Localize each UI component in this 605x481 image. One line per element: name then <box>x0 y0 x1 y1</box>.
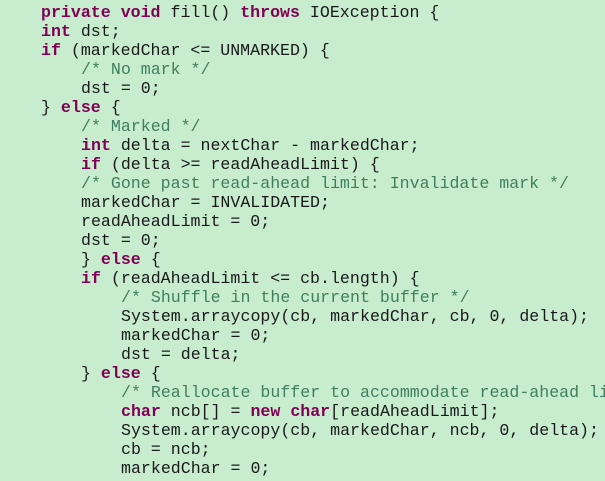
keyword-token: char <box>290 402 331 421</box>
code-token: cb = ncb; <box>121 440 211 459</box>
comment-token: /* Gone past read-ahead limit: Invalidat… <box>81 174 569 193</box>
keyword-token: new <box>250 402 281 421</box>
code-token: fill() <box>160 3 241 22</box>
code-token: markedChar = 0; <box>121 326 271 345</box>
comment-token: /* Marked */ <box>81 117 201 136</box>
code-token: System.arraycopy(cb, markedChar, ncb, 0,… <box>121 421 599 440</box>
keyword-token: throws <box>240 3 300 22</box>
code-line: if (delta >= readAheadLimit) { <box>81 155 380 174</box>
comment-token: /* Reallocate buffer to accommodate read… <box>121 383 605 402</box>
code-line: cb = ncb; <box>121 440 211 459</box>
code-line: markedChar = INVALIDATED; <box>81 193 330 212</box>
code-line: dst = delta; <box>121 345 241 364</box>
keyword-token: if <box>81 155 101 174</box>
code-line: markedChar = 0; <box>121 326 270 345</box>
keyword-token: else <box>100 250 141 269</box>
keyword-token: void <box>120 3 161 22</box>
comment-token: /* No mark */ <box>81 60 211 79</box>
code-token: System.arraycopy(cb, markedChar, cb, 0, … <box>121 307 590 326</box>
code-line: dst = 0; <box>81 231 161 250</box>
keyword-token: private <box>41 3 111 22</box>
code-token: ncb[] = <box>160 402 251 421</box>
keyword-token: int <box>41 22 71 41</box>
code-token: delta = nextChar - markedChar; <box>110 136 420 155</box>
keyword-token: else <box>60 98 101 117</box>
code-token <box>111 3 121 22</box>
code-token: (markedChar <= UNMARKED) { <box>60 41 330 60</box>
code-line: private void fill() throws IOException { <box>41 3 439 22</box>
code-token: } <box>81 250 101 269</box>
code-token: dst = delta; <box>121 345 241 364</box>
keyword-token: if <box>41 41 61 60</box>
code-token: (delta >= readAheadLimit) { <box>100 155 380 174</box>
code-line: } else { <box>41 98 121 117</box>
code-line: /* Marked */ <box>81 117 201 136</box>
code-token <box>280 402 290 421</box>
code-token: } <box>81 364 101 383</box>
code-token: IOException { <box>299 3 440 22</box>
code-line: } else { <box>81 364 161 383</box>
code-line: if (markedChar <= UNMARKED) { <box>41 41 330 60</box>
code-token: } <box>41 98 61 117</box>
code-line: } else { <box>81 250 161 269</box>
code-line: dst = 0; <box>81 79 161 98</box>
code-line: readAheadLimit = 0; <box>81 212 270 231</box>
code-token: markedChar = 0; <box>121 459 271 478</box>
code-line: System.arraycopy(cb, markedChar, ncb, 0,… <box>121 421 599 440</box>
code-token: dst = 0; <box>81 231 161 250</box>
comment-token: /* Shuffle in the current buffer */ <box>121 288 470 307</box>
code-line: /* Reallocate buffer to accommodate read… <box>121 383 605 402</box>
keyword-token: if <box>81 269 101 288</box>
code-token: { <box>140 364 161 383</box>
code-token: [readAheadLimit]; <box>330 402 500 421</box>
keyword-token: else <box>100 364 141 383</box>
code-token: dst = 0; <box>81 79 161 98</box>
keyword-token: char <box>121 402 161 421</box>
code-line: int delta = nextChar - markedChar; <box>81 136 420 155</box>
code-token: { <box>100 98 121 117</box>
code-line: char ncb[] = new char[readAheadLimit]; <box>121 402 499 421</box>
code-token: markedChar = INVALIDATED; <box>81 193 330 212</box>
code-line: if (readAheadLimit <= cb.length) { <box>81 269 420 288</box>
code-token: dst; <box>70 22 121 41</box>
code-line: /* Gone past read-ahead limit: Invalidat… <box>81 174 569 193</box>
code-line: markedChar = 0; <box>121 459 270 478</box>
code-line: int dst; <box>41 22 121 41</box>
keyword-token: int <box>81 136 111 155</box>
code-line: System.arraycopy(cb, markedChar, cb, 0, … <box>121 307 589 326</box>
code-line: /* No mark */ <box>81 60 210 79</box>
code-token: readAheadLimit = 0; <box>81 212 271 231</box>
code-line: /* Shuffle in the current buffer */ <box>121 288 470 307</box>
code-token: { <box>140 250 161 269</box>
code-token: (readAheadLimit <= cb.length) { <box>100 269 420 288</box>
